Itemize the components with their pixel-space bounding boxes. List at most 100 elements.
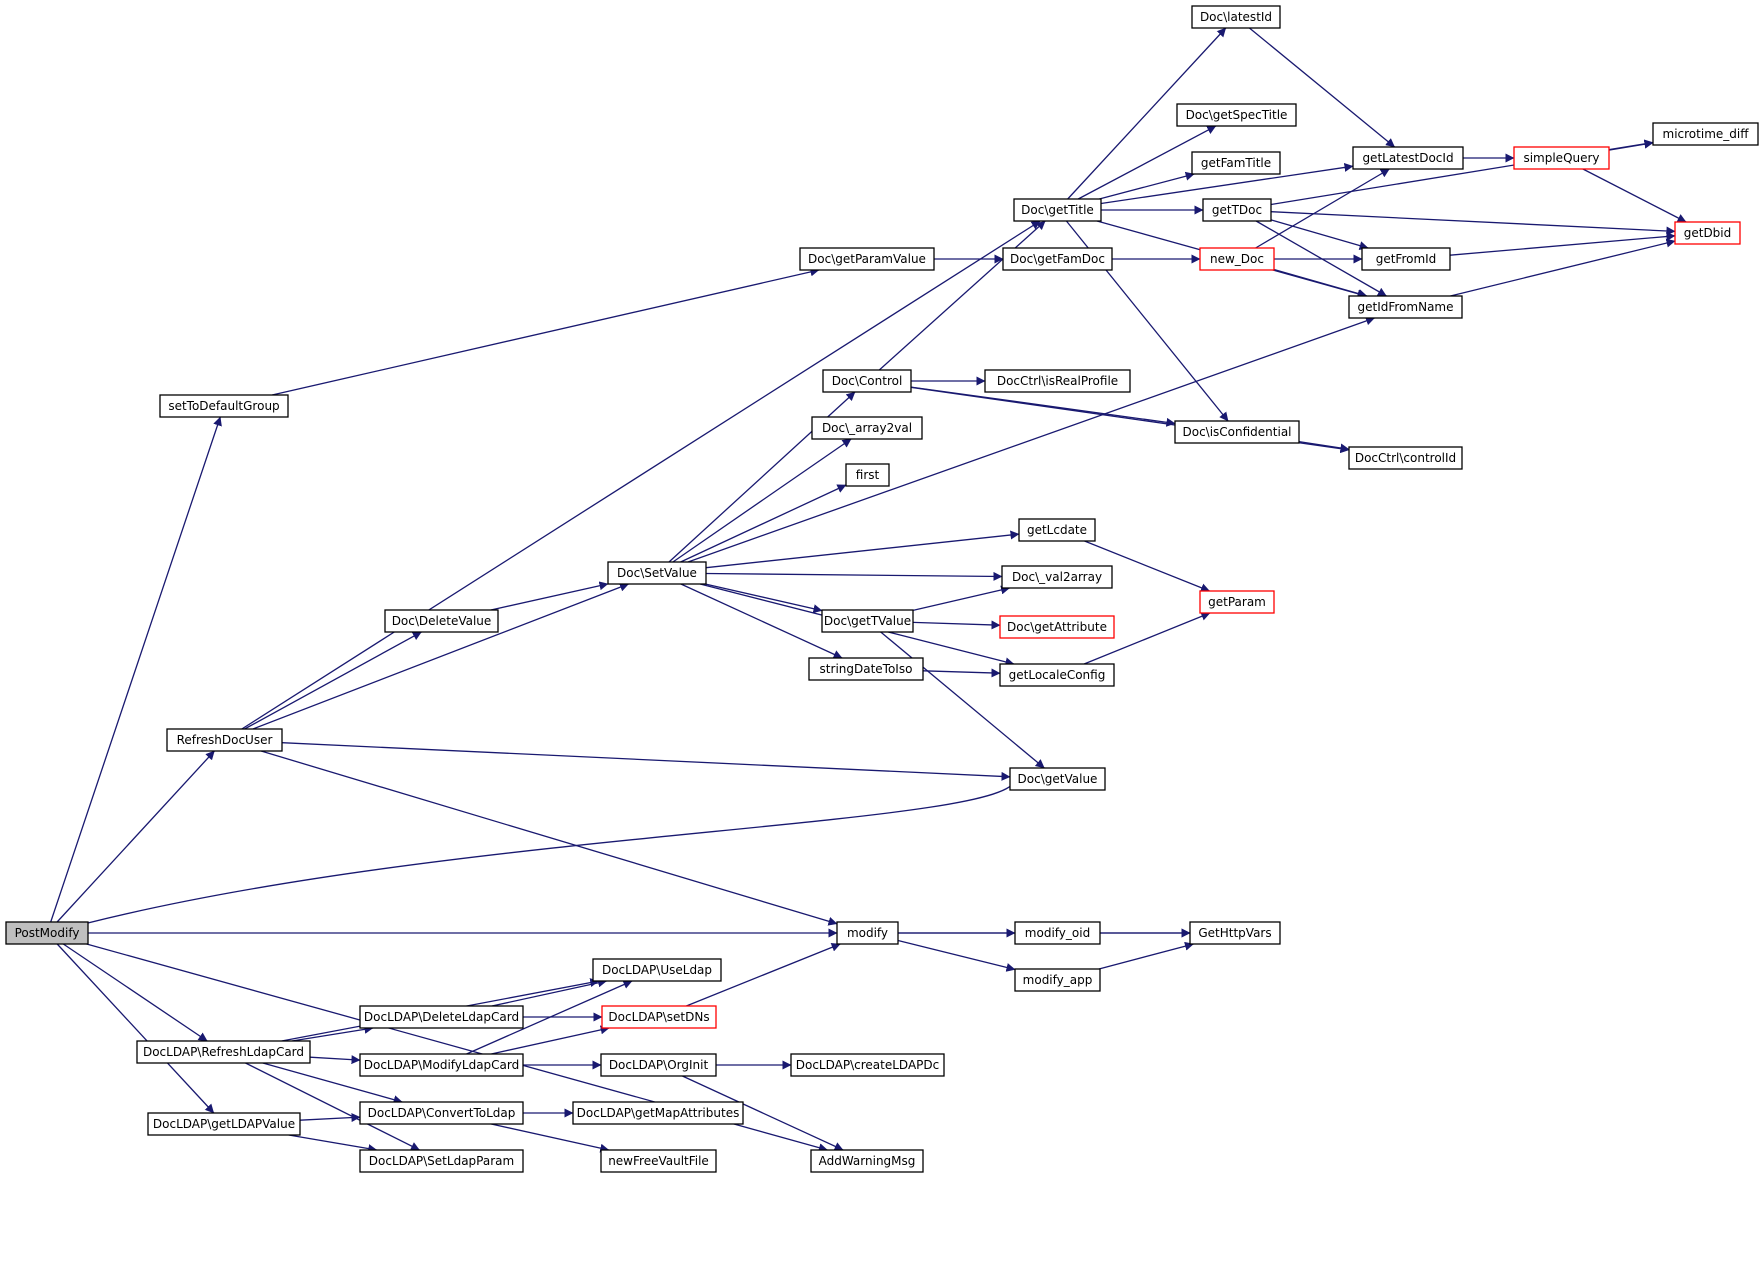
node-stringdatetoiso[interactable]: stringDateToIso	[808, 657, 924, 681]
edge-setvalue-to-array2val	[672, 438, 852, 563]
node-settodefaultgroup[interactable]: setToDefaultGroup	[159, 394, 289, 418]
node-getattribute[interactable]: Doc\getAttribute	[999, 615, 1115, 639]
node-label: GetHttpVars	[1198, 926, 1271, 940]
edge-gettitle-to-latestid	[1067, 27, 1227, 200]
edge-refreshldapcard-to-deleteldapcard	[291, 1024, 374, 1042]
node-modify[interactable]: modify	[836, 921, 899, 945]
node-setvalue[interactable]: Doc\SetValue	[607, 561, 707, 585]
node-val2array[interactable]: Doc\_val2array	[1001, 565, 1113, 589]
node-label: microtime_diff	[1663, 127, 1750, 141]
node-label: DocLDAP\RefreshLdapCard	[143, 1045, 304, 1059]
node-setdns[interactable]: DocLDAP\setDNs	[601, 1005, 717, 1029]
edge-postmodify-to-getldapvalue	[56, 943, 215, 1114]
node-label: Doc\getValue	[1018, 772, 1098, 786]
node-getfromid[interactable]: getFromId	[1361, 247, 1451, 271]
node-label: getIdFromName	[1358, 300, 1454, 314]
node-box	[1001, 565, 1113, 589]
node-deletevalue[interactable]: Doc\DeleteValue	[384, 609, 499, 633]
node-box	[836, 921, 899, 945]
node-doccontrol[interactable]: Doc\Control	[822, 369, 912, 393]
node-postmodify[interactable]: PostModify	[5, 921, 89, 945]
node-getdbid[interactable]: getDbid	[1674, 221, 1741, 245]
node-label: Doc\getTValue	[824, 614, 911, 628]
node-box	[790, 1053, 945, 1077]
node-modifyldapcard[interactable]: DocLDAP\ModifyLdapCard	[359, 1053, 524, 1077]
node-getlocaleconfig[interactable]: getLocaleConfig	[999, 663, 1115, 687]
node-box	[984, 369, 1131, 393]
node-box	[1014, 921, 1101, 945]
node-label: DocLDAP\ModifyLdapCard	[364, 1058, 520, 1072]
node-modify_app[interactable]: modify_app	[1014, 968, 1101, 992]
edge-latestid-to-getlatestdocid	[1248, 27, 1396, 148]
edge-gettvalue-to-getattribute	[912, 620, 1001, 630]
node-label: DocLDAP\setDNs	[608, 1010, 709, 1024]
edge-new_doc-to-getidfromname	[1273, 268, 1368, 298]
node-label: simpleQuery	[1523, 151, 1599, 165]
node-label: Doc\getSpecTitle	[1186, 108, 1288, 122]
node-box	[1009, 767, 1106, 791]
node-deleteldapcard[interactable]: DocLDAP\DeleteLdapCard	[359, 1005, 524, 1029]
node-latestid[interactable]: Doc\latestId	[1191, 5, 1281, 29]
node-converttoldap[interactable]: DocLDAP\ConvertToLdap	[359, 1101, 524, 1125]
node-getparam[interactable]: getParam	[1199, 590, 1275, 614]
node-box	[1202, 198, 1272, 222]
node-isrealprofile[interactable]: DocCtrl\isRealProfile	[984, 369, 1131, 393]
node-isconfidential[interactable]: Doc\isConfidential	[1174, 420, 1300, 444]
node-box	[359, 1101, 524, 1125]
node-getspectitle[interactable]: Doc\getSpecTitle	[1176, 103, 1297, 127]
node-label: getParam	[1208, 595, 1266, 609]
node-label: Doc\DeleteValue	[392, 614, 492, 628]
nodes-layer: PostModify setToDefaultGroupRefreshDocUse…	[5, 5, 1759, 1173]
node-controlid[interactable]: DocCtrl\controlId	[1348, 446, 1463, 470]
node-getlcdate[interactable]: getLcdate	[1018, 518, 1096, 542]
node-gettitle[interactable]: Doc\getTitle	[1013, 198, 1102, 222]
edge-deleteldapcard-to-useldap	[491, 978, 608, 1007]
node-refreshdocuser[interactable]: RefreshDocUser	[166, 728, 283, 752]
node-createldapdc[interactable]: DocLDAP\createLDAPDc	[790, 1053, 945, 1077]
node-box	[136, 1040, 311, 1064]
node-newfreevaultfile[interactable]: newFreeVaultFile	[600, 1149, 717, 1173]
node-new_doc[interactable]: new_Doc	[1199, 247, 1275, 271]
node-refreshldapcard[interactable]: DocLDAP\RefreshLdapCard	[136, 1040, 311, 1064]
node-gettdoc[interactable]: getTDoc	[1202, 198, 1272, 222]
node-label: DocLDAP\getLDAPValue	[153, 1117, 295, 1131]
node-getvalue[interactable]: Doc\getValue	[1009, 767, 1106, 791]
node-getldapvalue[interactable]: DocLDAP\getLDAPValue	[147, 1112, 301, 1136]
node-label: Doc\getAttribute	[1007, 620, 1107, 634]
node-simplequery[interactable]: simpleQuery	[1513, 146, 1610, 170]
edge-gettitle-to-getlatestdocid	[1100, 163, 1354, 205]
node-getparamvalue[interactable]: Doc\getParamValue	[799, 247, 935, 271]
node-getfamtitle[interactable]: getFamTitle	[1191, 151, 1281, 175]
node-getidfromname[interactable]: getIdFromName	[1348, 295, 1463, 319]
node-box	[607, 561, 707, 585]
node-gettvalue[interactable]: Doc\getTValue	[821, 609, 914, 633]
node-orginit[interactable]: DocLDAP\OrgInit	[600, 1053, 717, 1077]
edge-gettitle-to-getspectitle	[1077, 125, 1217, 200]
edge-stringdatetoiso-to-getlocaleconfig	[922, 668, 1001, 678]
edge-gettitle-to-getfamtitle	[1099, 171, 1195, 200]
node-gethttpvars[interactable]: GetHttpVars	[1189, 921, 1281, 945]
node-getlatestdocid[interactable]: getLatestDocId	[1352, 146, 1464, 170]
node-microtime_diff[interactable]: microtime_diff	[1652, 122, 1759, 146]
node-getfamdoc[interactable]: Doc\getFamDoc	[1002, 247, 1113, 271]
node-getmapattributes[interactable]: DocLDAP\getMapAttributes	[572, 1101, 744, 1125]
node-box	[601, 1005, 717, 1029]
node-box	[1674, 221, 1741, 245]
node-useldap[interactable]: DocLDAP\UseLdap	[592, 958, 722, 982]
node-array2val[interactable]: Doc\_array2val	[811, 416, 923, 440]
edge-getfromid-to-getdbid	[1449, 232, 1676, 256]
node-label: first	[856, 468, 880, 482]
edge-doccontrol-to-gettitle	[878, 220, 1046, 371]
node-box	[147, 1112, 301, 1136]
edge-postmodify-to-getvalue	[49, 778, 1020, 934]
node-addwarningmsg[interactable]: AddWarningMsg	[810, 1149, 924, 1173]
node-modify_oid[interactable]: modify_oid	[1014, 921, 1101, 945]
edge-refreshdocuser-to-setvalue	[252, 582, 629, 730]
node-box	[384, 609, 499, 633]
edge-postmodify-to-refreshldapcard	[62, 943, 208, 1042]
node-first[interactable]: first	[845, 463, 890, 487]
node-box	[359, 1149, 524, 1173]
node-box	[572, 1101, 744, 1125]
node-setldapparam[interactable]: DocLDAP\SetLdapParam	[359, 1149, 524, 1173]
node-box	[1352, 146, 1464, 170]
